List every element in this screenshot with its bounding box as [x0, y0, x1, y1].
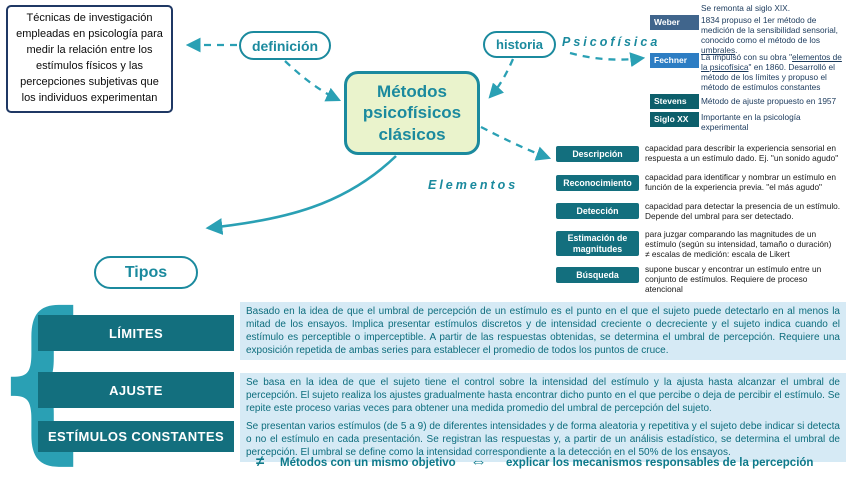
arrow-central-to-tipos: [205, 155, 397, 235]
history-entry-fechner-chip: Fechner: [650, 53, 699, 68]
history-entry-fechner-text: La impulsó con su obra "elementos de la …: [701, 52, 847, 92]
not-equal-icon: ≠: [256, 453, 265, 470]
historia-node: historia: [483, 31, 556, 58]
arrow-central-to-elementos: [480, 125, 552, 161]
element-chip-descripcion: Descripción: [556, 146, 639, 162]
arrow-definicion-to-central: [284, 60, 342, 102]
double-arrow-icon: ⇔: [470, 452, 487, 471]
not-equal-note: ≠ escalas de medición: escala de Likert: [645, 249, 790, 260]
elementos-psicofisica-link[interactable]: elementos de la psicofísica: [701, 52, 842, 73]
text-segment: La impulsó con su obra ": [701, 52, 793, 62]
history-entry-sigloxx-text: Importante en la psicología experimental: [701, 112, 801, 133]
history-entry-stevens-text: Método de ajuste propuesto en 1957: [701, 96, 837, 106]
text-segment: para juzgar comparando las magnitudes de…: [645, 229, 832, 250]
element-chip-estimacion: Estimación de magnitudes: [556, 231, 639, 256]
footer-right-text: explicar los mecanismos responsables de …: [506, 457, 814, 469]
arrow-psicofisica-to-entries: [569, 51, 646, 68]
elementos-branch-label: Elementos: [428, 178, 519, 192]
element-text-estimacion: para juzgar comparando las magnitudes de…: [645, 229, 845, 259]
text-segment: " en 1860. Desarrolló el método de los l…: [701, 62, 835, 93]
history-intro-text: Se remonta al siglo XIX.: [701, 3, 791, 13]
element-text-busqueda: supone buscar y encontrar un estímulo en…: [645, 264, 822, 295]
type-text-estimulos-constantes: Se presentan varios estímulos (de 5 a 9)…: [240, 417, 846, 462]
history-entry-weber-chip: Weber: [650, 15, 699, 30]
element-chip-busqueda: Búsqueda: [556, 267, 639, 283]
history-entry-sigloxx-chip: Siglo XX: [650, 112, 699, 127]
element-text-descripcion: capacidad para describir la experiencia …: [645, 143, 839, 164]
element-text-reconocimiento: capacidad para identificar y nombrar un …: [645, 172, 836, 193]
arrow-historia-to-central: [488, 58, 515, 99]
umbrales-link[interactable]: umbrales: [701, 45, 736, 56]
footer-left-text: Métodos con un mismo objetivo: [280, 457, 456, 469]
central-topic-node: Métodos psicofísicos clásicos: [344, 71, 480, 155]
definition-text-box: Técnicas de investigación empleadas en p…: [6, 5, 173, 113]
type-chip-limites: LÍMITES: [38, 315, 234, 351]
history-entry-stevens-chip: Stevens: [650, 94, 699, 109]
definicion-node: definición: [239, 31, 331, 60]
tipos-node: Tipos: [94, 256, 198, 289]
type-chip-ajuste: AJUSTE: [38, 372, 234, 408]
text-segment: 1834 propuso el 1er método de medición d…: [701, 15, 838, 46]
psicofisica-branch-label: Psicofísica: [562, 35, 661, 49]
history-entry-weber-text: 1834 propuso el 1er método de medición d…: [701, 15, 847, 55]
element-chip-deteccion: Detección: [556, 203, 639, 219]
type-chip-estimulos-constantes: ESTÍMULOS CONSTANTES: [38, 421, 234, 452]
type-text-limites: Basado en la idea de que el umbral de pe…: [240, 302, 846, 360]
element-text-deteccion: capacidad para detectar la presencia de …: [645, 201, 841, 222]
element-chip-reconocimiento: Reconocimiento: [556, 175, 639, 191]
type-text-ajuste: Se basa en la idea de que el sujeto tien…: [240, 373, 846, 418]
text-segment: .: [735, 45, 738, 56]
